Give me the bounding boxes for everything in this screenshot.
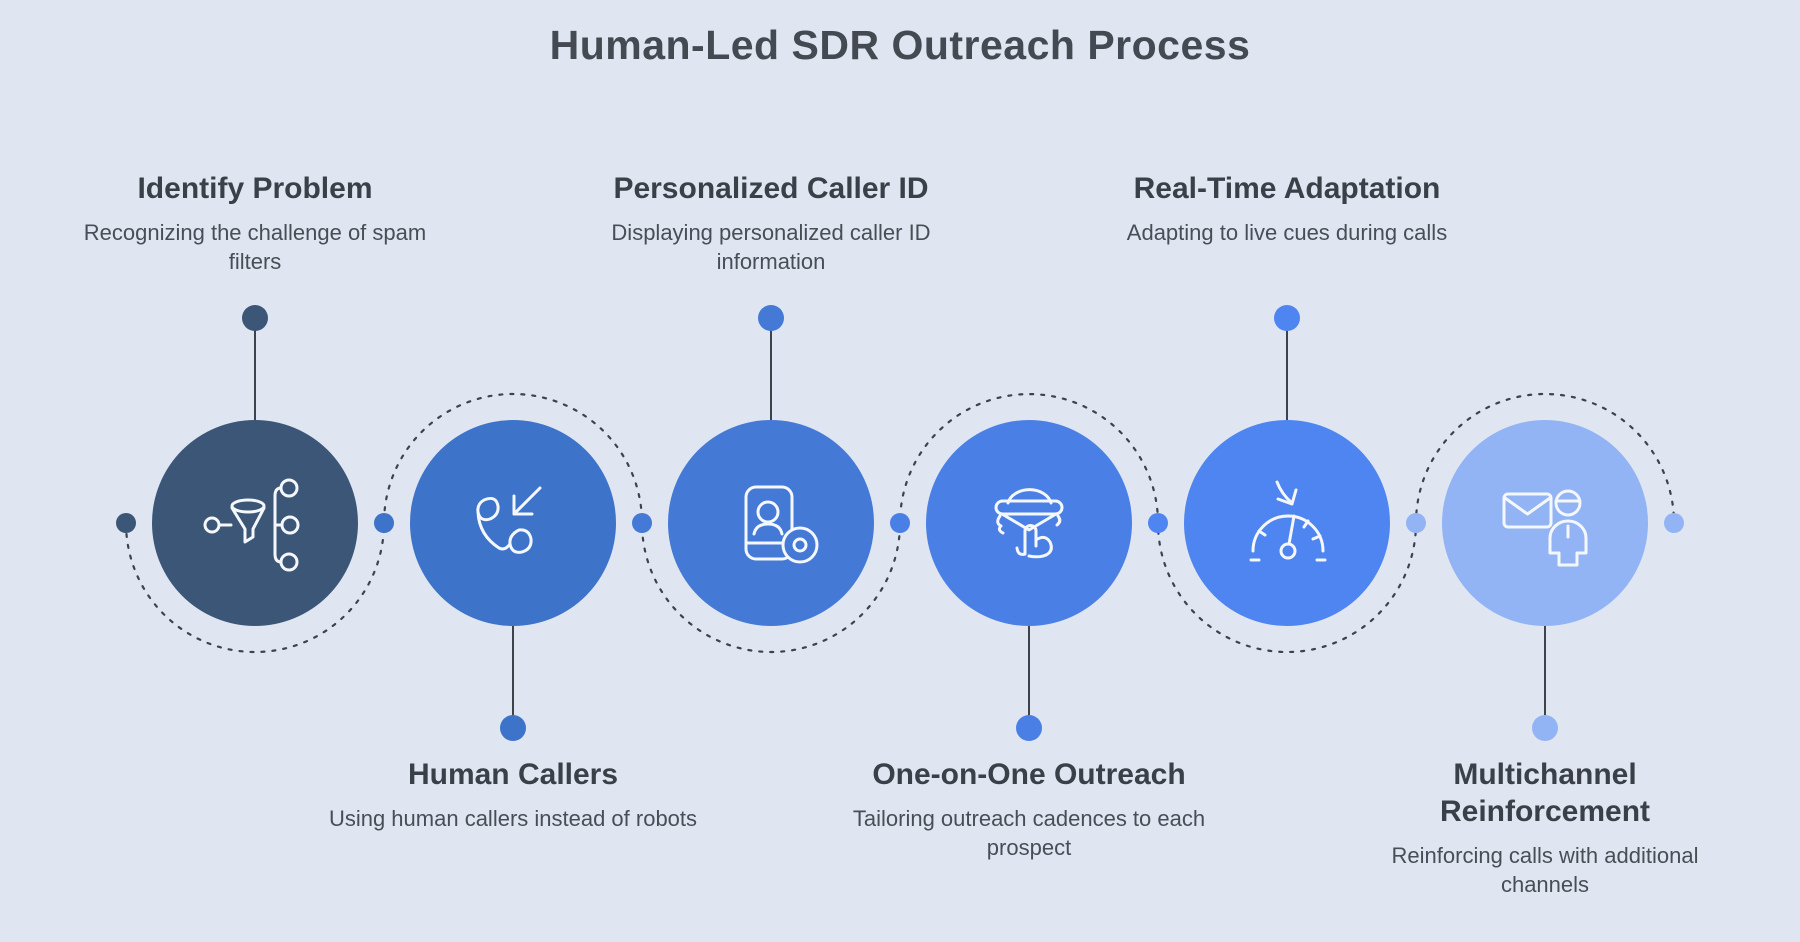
wave-dot — [1148, 513, 1168, 533]
step-description: Reinforcing calls with additional channe… — [1391, 843, 1699, 897]
wave-dot — [1664, 513, 1684, 533]
step-description: Adapting to live cues during calls — [1126, 220, 1448, 245]
wave-dot — [374, 513, 394, 533]
connector-dot — [242, 305, 268, 331]
discreet-person-icon — [994, 488, 1064, 559]
page-title: Human-Led SDR Outreach Process — [549, 22, 1251, 68]
step-label-identify-problem: Identify Problem Recognizing the challen… — [70, 170, 440, 276]
connector-dot — [1532, 715, 1558, 741]
wave-dot — [1406, 513, 1426, 533]
connector-dot — [500, 715, 526, 741]
wave-dot — [632, 513, 652, 533]
step-label-one-on-one-outreach: One-on-One Outreach Tailoring outreach c… — [844, 756, 1214, 862]
step-heading: One-on-One Outreach — [872, 758, 1186, 791]
step-description: Using human callers instead of robots — [328, 806, 698, 831]
step-heading: Multichannel Reinforcement — [1439, 758, 1651, 828]
funnel-branch-icon — [203, 478, 300, 572]
wave-dot — [890, 513, 910, 533]
step-heading: Real-Time Adaptation — [1133, 172, 1441, 205]
step-heading: Personalized Caller ID — [613, 172, 929, 205]
caller-id-card-icon — [744, 485, 819, 564]
gauge-icon — [1249, 480, 1327, 562]
connector-dot — [1274, 305, 1300, 331]
step-description: Tailoring outreach cadences to each pros… — [852, 806, 1206, 860]
connector-dot — [1016, 715, 1042, 741]
step-node-circle — [410, 420, 616, 626]
step-heading: Human Callers — [407, 758, 619, 791]
step-description: Displaying personalized caller ID inform… — [611, 220, 931, 274]
step-node-circle — [1184, 420, 1390, 626]
step-description: Recognizing the challenge of spam filter… — [83, 220, 427, 274]
step-heading: Identify Problem — [137, 172, 373, 205]
step-label-multichannel-reinforcement: Multichannel Reinforcement Reinforcing c… — [1360, 756, 1730, 899]
mail-person-icon — [1502, 489, 1588, 567]
step-node-circle — [926, 420, 1132, 626]
step-label-human-callers: Human Callers Using human callers instea… — [328, 756, 698, 833]
wave-dot — [116, 513, 136, 533]
step-label-personalized-caller-id: Personalized Caller ID Displaying person… — [586, 170, 956, 276]
connector-dot — [758, 305, 784, 331]
incoming-call-icon — [476, 486, 542, 554]
step-label-real-time-adaptation: Real-Time Adaptation Adapting to live cu… — [1102, 170, 1472, 247]
step-node-circle — [1442, 420, 1648, 626]
